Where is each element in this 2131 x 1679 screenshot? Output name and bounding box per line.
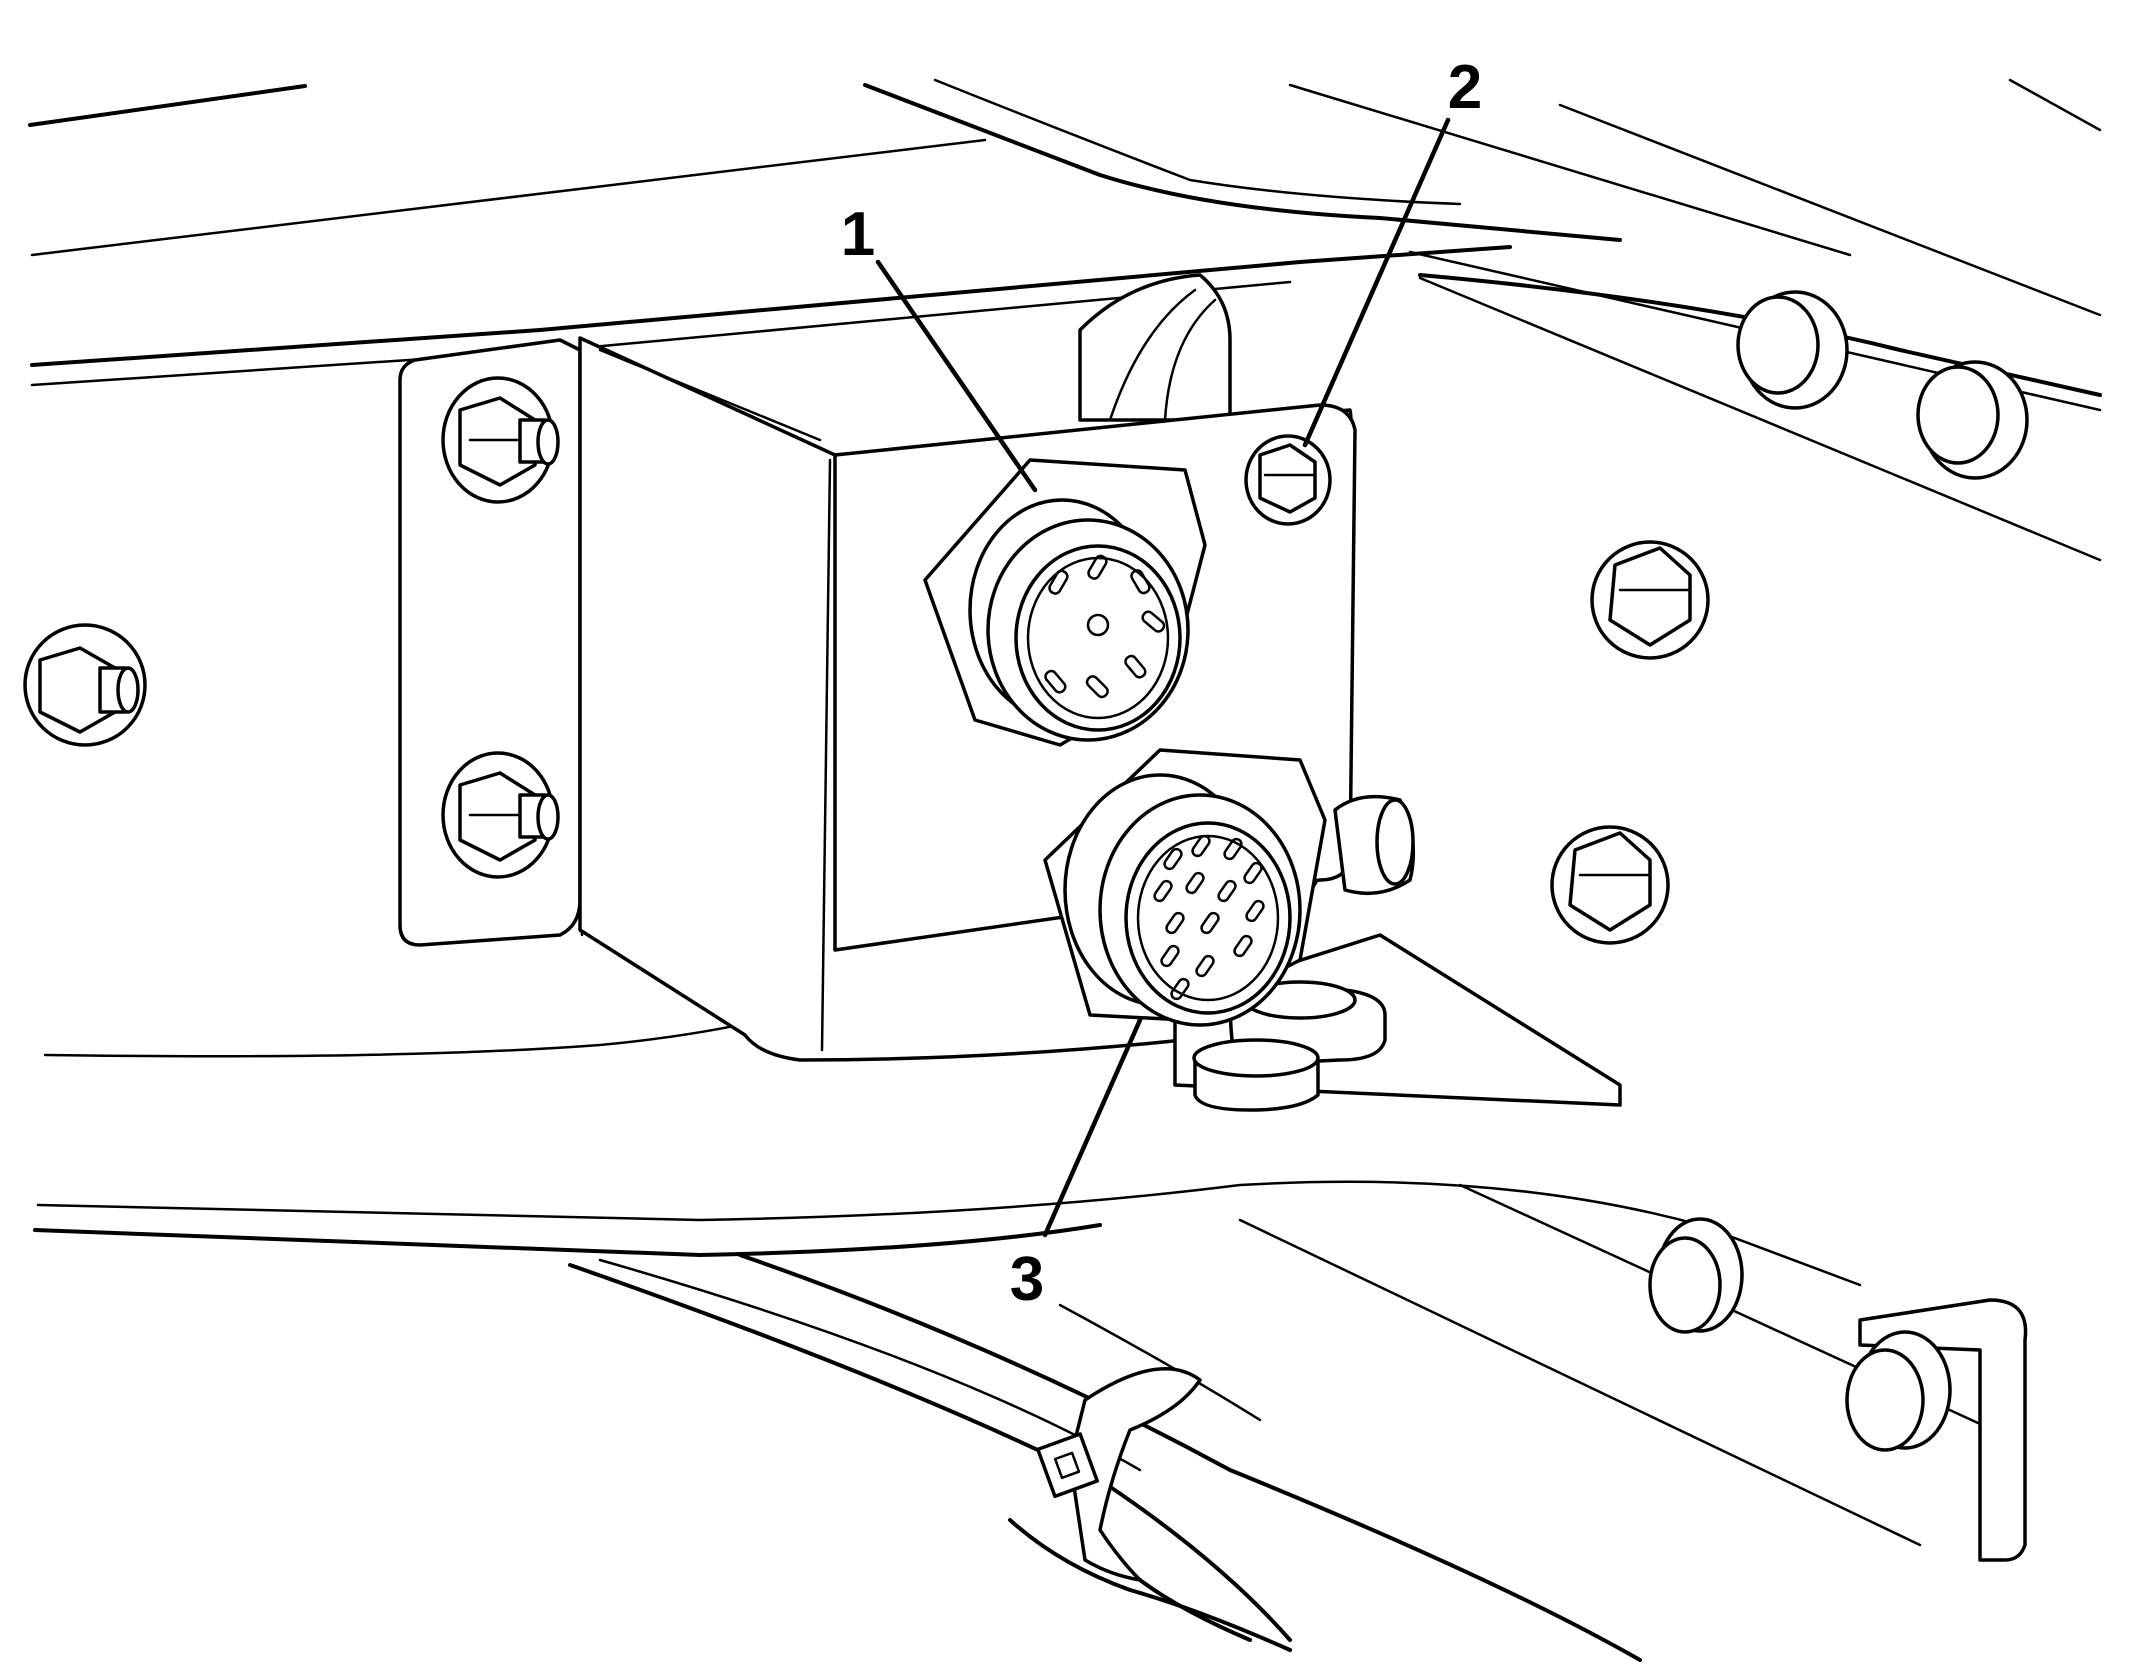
callout-3: 3 <box>1010 1017 1143 1314</box>
callout-2: 2 <box>1302 53 1482 448</box>
callout-2-label: 2 <box>1448 53 1482 122</box>
bumper-bracket <box>1648 1217 2028 1562</box>
frame-rivet-1 <box>1736 290 1849 410</box>
connector-multi-pin <box>1043 748 1327 1027</box>
connector-7-pin <box>923 458 1207 747</box>
frame-rivet-2 <box>1916 360 2029 480</box>
wiring-harness <box>568 1253 1642 1662</box>
support-plate <box>1173 794 1622 1112</box>
callout-3-leader <box>1042 1017 1143 1238</box>
frame-bolt-upper <box>1590 540 1710 660</box>
callout-1-label: 1 <box>841 200 875 269</box>
connector-multi-pin-contacts <box>1153 834 1265 1001</box>
plate-stud-upper <box>441 376 560 504</box>
frame-rail-upper <box>28 78 2102 562</box>
frame-bolt-lower <box>1550 825 1670 945</box>
callout-2-leader <box>1302 117 1451 448</box>
connector-7-pin-contacts <box>1044 554 1166 699</box>
callout-1-leader <box>875 259 1038 493</box>
plate-stud-lower <box>441 751 560 879</box>
callout-1: 1 <box>841 200 1038 493</box>
callout-3-label: 3 <box>1010 1245 1044 1314</box>
frame-stud-left <box>23 623 147 747</box>
box-mounting-bolt <box>1244 434 1332 526</box>
